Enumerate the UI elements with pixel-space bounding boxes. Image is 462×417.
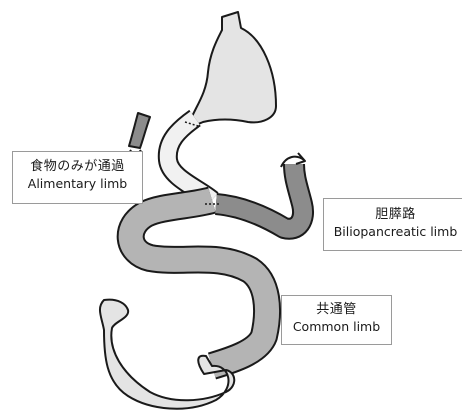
alimentary-limb-label-ja: 食物のみが通過: [13, 159, 142, 176]
common-limb-label-ja: 共通管: [282, 302, 391, 319]
biliopancreatic-limb-label: 胆膵路 Biliopancreatic limb: [323, 198, 462, 251]
stomach-pouch: [187, 12, 276, 130]
biliopancreatic-limb-label-ja: 胆膵路: [324, 207, 462, 224]
biliopancreatic-limb-label-en: Biliopancreatic limb: [324, 224, 462, 240]
alimentary-limb-label: 食物のみが通過 Alimentary limb: [12, 151, 143, 204]
biliopancreatic-limb: [216, 164, 303, 229]
common-limb: [131, 200, 267, 366]
common-limb-label: 共通管 Common limb: [281, 295, 392, 345]
alimentary-limb-label-en: Alimentary limb: [13, 176, 142, 192]
common-limb-label-en: Common limb: [282, 319, 391, 335]
